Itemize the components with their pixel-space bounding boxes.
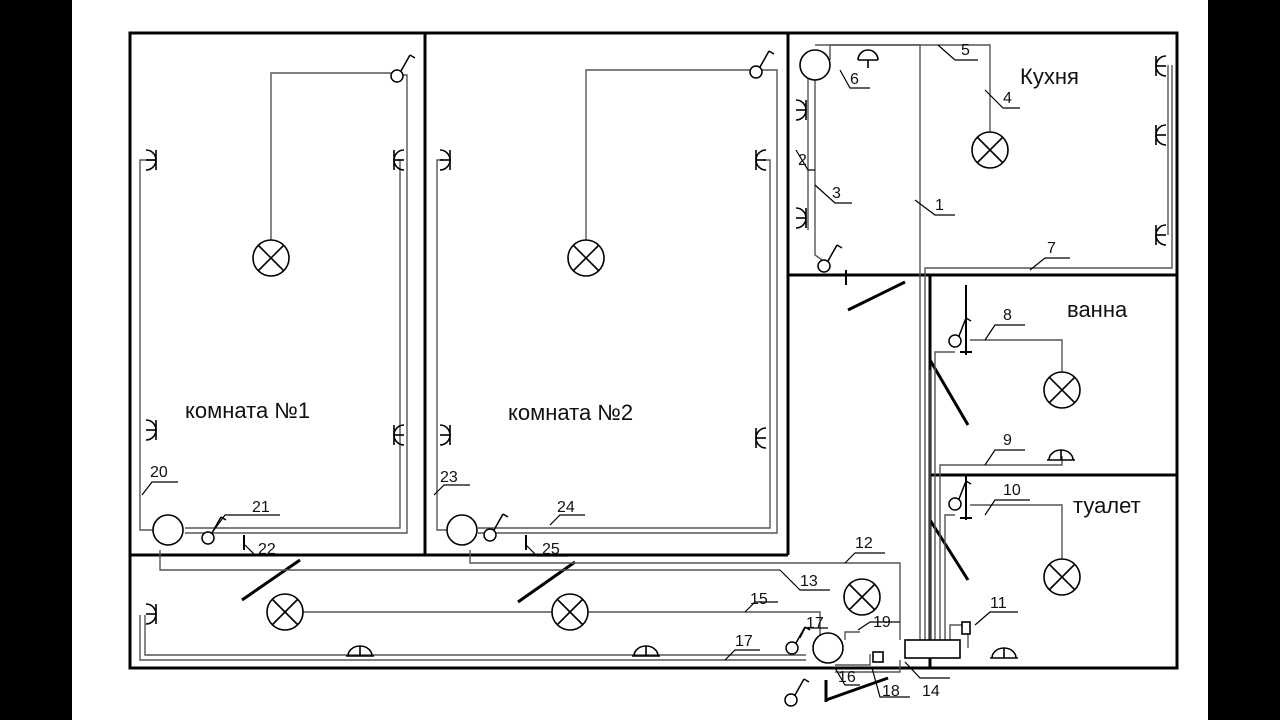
circuit-number: 22 bbox=[258, 541, 276, 558]
circuit-number: 17 bbox=[735, 633, 753, 650]
circuit-number: 13 bbox=[800, 573, 818, 590]
lamps bbox=[252, 131, 1081, 631]
door-toilet bbox=[928, 519, 970, 581]
socket-icon bbox=[795, 207, 807, 229]
switch-icon bbox=[948, 480, 972, 511]
toilet-entry-box bbox=[961, 621, 971, 635]
circuit-number: 6 bbox=[850, 71, 859, 88]
sockets bbox=[145, 49, 1167, 659]
wire-room1-lamp bbox=[270, 72, 397, 255]
junction-box-corridor bbox=[812, 632, 844, 664]
distribution-panel bbox=[904, 639, 961, 659]
socket-icon bbox=[145, 419, 157, 441]
circuit-number: 25 bbox=[542, 541, 560, 558]
walls bbox=[128, 31, 1179, 670]
socket-icon bbox=[795, 99, 807, 121]
socket-icon bbox=[857, 49, 879, 68]
door-entrance bbox=[825, 676, 889, 702]
circuit-number: 20 bbox=[150, 464, 168, 481]
wires bbox=[139, 44, 1173, 673]
junction-box-room2 bbox=[446, 514, 478, 546]
circuit-number: 16 bbox=[838, 669, 856, 686]
lamp-bath bbox=[1043, 371, 1081, 409]
circuit-number: 15 bbox=[750, 591, 768, 608]
lamp-corridor-2 bbox=[551, 593, 589, 631]
circuit-number: 24 bbox=[557, 499, 575, 516]
switch-icon bbox=[749, 50, 775, 79]
doors bbox=[241, 280, 970, 702]
socket-icon bbox=[755, 149, 767, 171]
circuit-number: 2 bbox=[798, 152, 807, 169]
room1-label: комната №1 bbox=[185, 398, 310, 423]
socket-icon bbox=[632, 645, 660, 657]
circuit-number: 5 bbox=[961, 42, 970, 59]
lamp-room2 bbox=[567, 239, 605, 277]
circuit-number: 17 bbox=[806, 615, 824, 632]
toilet-label: туалет bbox=[1073, 493, 1141, 518]
meter-box bbox=[872, 651, 884, 663]
junction-boxes bbox=[152, 49, 971, 664]
lamp-hall bbox=[843, 578, 881, 616]
circuit-number: 10 bbox=[1003, 482, 1021, 499]
circuit-number: 1 bbox=[935, 197, 944, 214]
door-kitchen bbox=[847, 280, 906, 312]
circuit-number: 14 bbox=[922, 683, 940, 700]
switches bbox=[201, 50, 972, 707]
leader-lines bbox=[141, 44, 1070, 698]
socket-icon bbox=[393, 424, 405, 446]
circuit-numbers: 1 2 3 4 5 6 7 8 9 10 11 12 13 14 15 16 1… bbox=[150, 42, 1056, 700]
socket-icon bbox=[990, 647, 1018, 659]
socket-icon bbox=[393, 149, 405, 171]
circuit-number: 19 bbox=[873, 614, 891, 631]
lamp-corridor-1 bbox=[266, 593, 304, 631]
door-bath bbox=[928, 359, 970, 426]
circuit-number: 9 bbox=[1003, 432, 1012, 449]
circuit-number: 4 bbox=[1003, 90, 1012, 107]
wiring-plan: комната №1 комната №2 Кухня ванна туалет… bbox=[72, 0, 1208, 720]
socket-icon bbox=[755, 427, 767, 449]
lamp-room1 bbox=[252, 239, 290, 277]
outer-wall bbox=[128, 31, 1179, 670]
circuit-number: 3 bbox=[832, 185, 841, 202]
room2-label: комната №2 bbox=[508, 400, 633, 425]
bath-label: ванна bbox=[1067, 297, 1128, 322]
circuit-number: 7 bbox=[1047, 240, 1056, 257]
lamp-kitchen bbox=[971, 131, 1009, 169]
socket-icon bbox=[145, 603, 157, 625]
circuit-number: 18 bbox=[882, 683, 900, 700]
socket-icon bbox=[1155, 224, 1167, 246]
switch-icon bbox=[784, 678, 810, 707]
circuit-number: 21 bbox=[252, 499, 270, 516]
circuit-number: 23 bbox=[440, 469, 458, 486]
switch-icon bbox=[948, 317, 972, 348]
circuit-number: 8 bbox=[1003, 307, 1012, 324]
door-room2 bbox=[517, 560, 576, 604]
junction-box-kitchen bbox=[799, 49, 831, 81]
switch-icon bbox=[817, 244, 843, 273]
lamp-toilet bbox=[1043, 558, 1081, 596]
circuit-number: 12 bbox=[855, 535, 873, 552]
socket-icon bbox=[1047, 449, 1075, 461]
socket-icon bbox=[145, 149, 157, 171]
junction-box-room1 bbox=[152, 514, 184, 546]
floor-plan-svg: комната №1 комната №2 Кухня ванна туалет… bbox=[128, 31, 1179, 707]
door-room1 bbox=[241, 558, 301, 602]
socket-icon bbox=[439, 424, 451, 446]
switch-icon bbox=[483, 513, 509, 542]
socket-icon bbox=[346, 645, 374, 657]
switch-icon bbox=[390, 54, 416, 83]
socket-icon bbox=[439, 149, 451, 171]
switch-icon bbox=[201, 516, 227, 545]
circuit-number: 11 bbox=[990, 595, 1007, 612]
kitchen-label: Кухня bbox=[1020, 64, 1079, 89]
socket-icon bbox=[1155, 55, 1167, 77]
socket-icon bbox=[1155, 124, 1167, 146]
